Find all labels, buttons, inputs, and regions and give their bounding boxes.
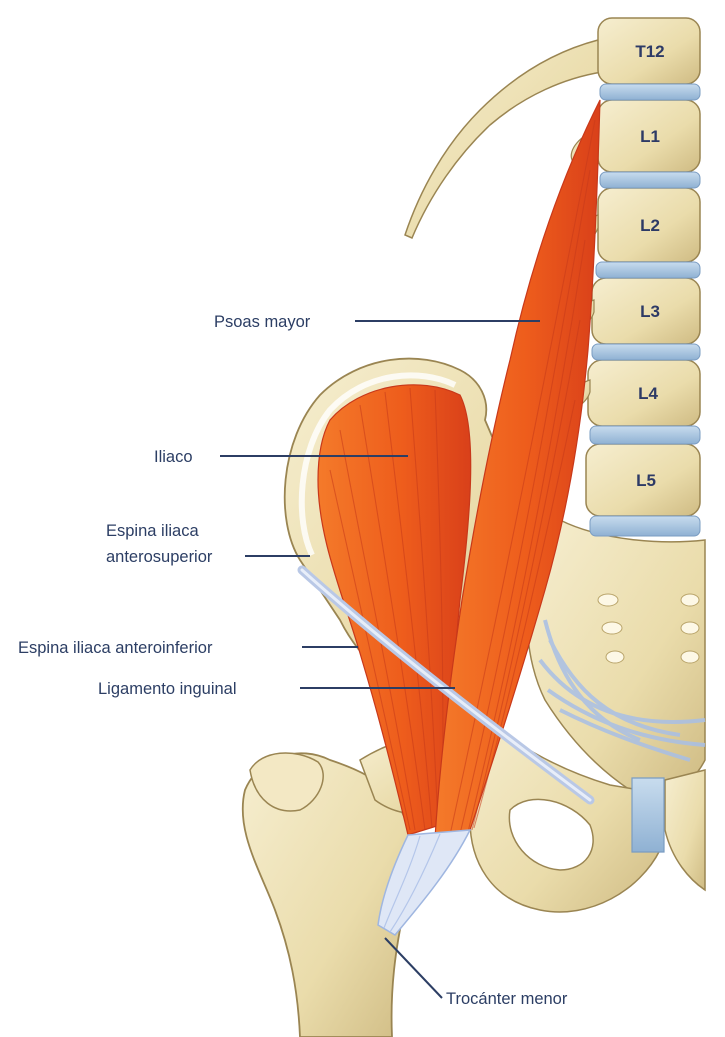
greater-trochanter	[249, 752, 324, 812]
vertebra-label-l3: L3	[640, 302, 660, 321]
vertebra-label-l2: L2	[640, 216, 660, 235]
label-aiis: Espina iliaca anteroinferior	[18, 639, 213, 657]
iliac-crest-inner	[298, 372, 457, 557]
pubic-symphysis	[631, 777, 665, 853]
obturator-foramen	[508, 798, 594, 871]
label-psoas-mayor: Psoas mayor	[214, 313, 311, 331]
leader-trocanter	[384, 937, 443, 999]
leader-lines	[220, 320, 540, 999]
label-ligamento-inguinal: Ligamento inguinal	[98, 680, 237, 698]
iliopsoas-tendon	[377, 829, 472, 936]
vertebra-label-l5: L5	[636, 471, 656, 490]
label-asis-line2: anterosuperior	[106, 548, 213, 566]
vertebra-label-t12: T12	[635, 42, 664, 61]
vertebra-label-l1: L1	[640, 127, 660, 146]
pelvis-right	[664, 769, 706, 892]
label-asis-line1: Espina iliaca	[106, 522, 199, 540]
label-trocanter-menor: Trocánter menor	[446, 990, 568, 1008]
vertebra-label-l4: L4	[638, 384, 658, 403]
sacral-ligaments	[538, 619, 706, 762]
label-iliaco: Iliaco	[154, 448, 193, 466]
sacral-foramina	[597, 593, 700, 664]
rib-t12	[404, 39, 603, 239]
